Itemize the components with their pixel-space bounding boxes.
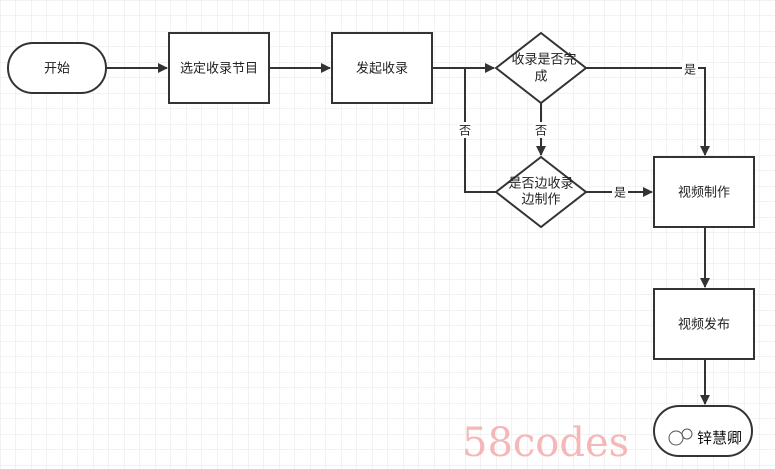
node-publish-label: 视频发布 xyxy=(678,317,730,333)
watermark-site: 58codes xyxy=(462,420,629,466)
node-select-program[interactable]: 选定收录节目 xyxy=(168,32,270,104)
node-done-label-1: 收录是否完 xyxy=(511,53,576,68)
node-video-publish[interactable]: 视频发布 xyxy=(653,288,755,360)
node-parallel-decision[interactable]: 是否边收录 边制作 xyxy=(494,155,588,229)
node-start-recording[interactable]: 发起收录 xyxy=(331,32,433,104)
node-record-label: 发起收录 xyxy=(356,61,408,77)
node-done-label-2: 成 xyxy=(534,70,547,85)
node-start[interactable]: 开始 xyxy=(7,42,107,94)
edge-label-parallel-yes: 是 xyxy=(614,186,626,200)
node-produce-label: 视频制作 xyxy=(678,186,730,201)
edge-label-parallel-no: 否 xyxy=(459,124,471,138)
watermark-logo-icon xyxy=(668,428,693,446)
edge-label-done-no: 否 xyxy=(535,124,547,138)
watermark-author: 锌慧卿 xyxy=(697,429,742,447)
node-recording-done-decision[interactable]: 收录是否完 成 xyxy=(494,31,588,105)
edge-parallel-no xyxy=(464,68,496,193)
node-video-production[interactable]: 视频制作 xyxy=(653,156,755,228)
node-select-label: 选定收录节目 xyxy=(180,62,258,77)
node-parallel-label-2: 边制作 xyxy=(521,193,560,208)
edge-label-done-yes: 是 xyxy=(684,63,696,77)
node-start-label: 开始 xyxy=(44,62,70,77)
edge-done-yes xyxy=(586,67,710,156)
node-end[interactable] xyxy=(653,405,753,457)
node-parallel-label-1: 是否边收录 xyxy=(508,177,573,192)
